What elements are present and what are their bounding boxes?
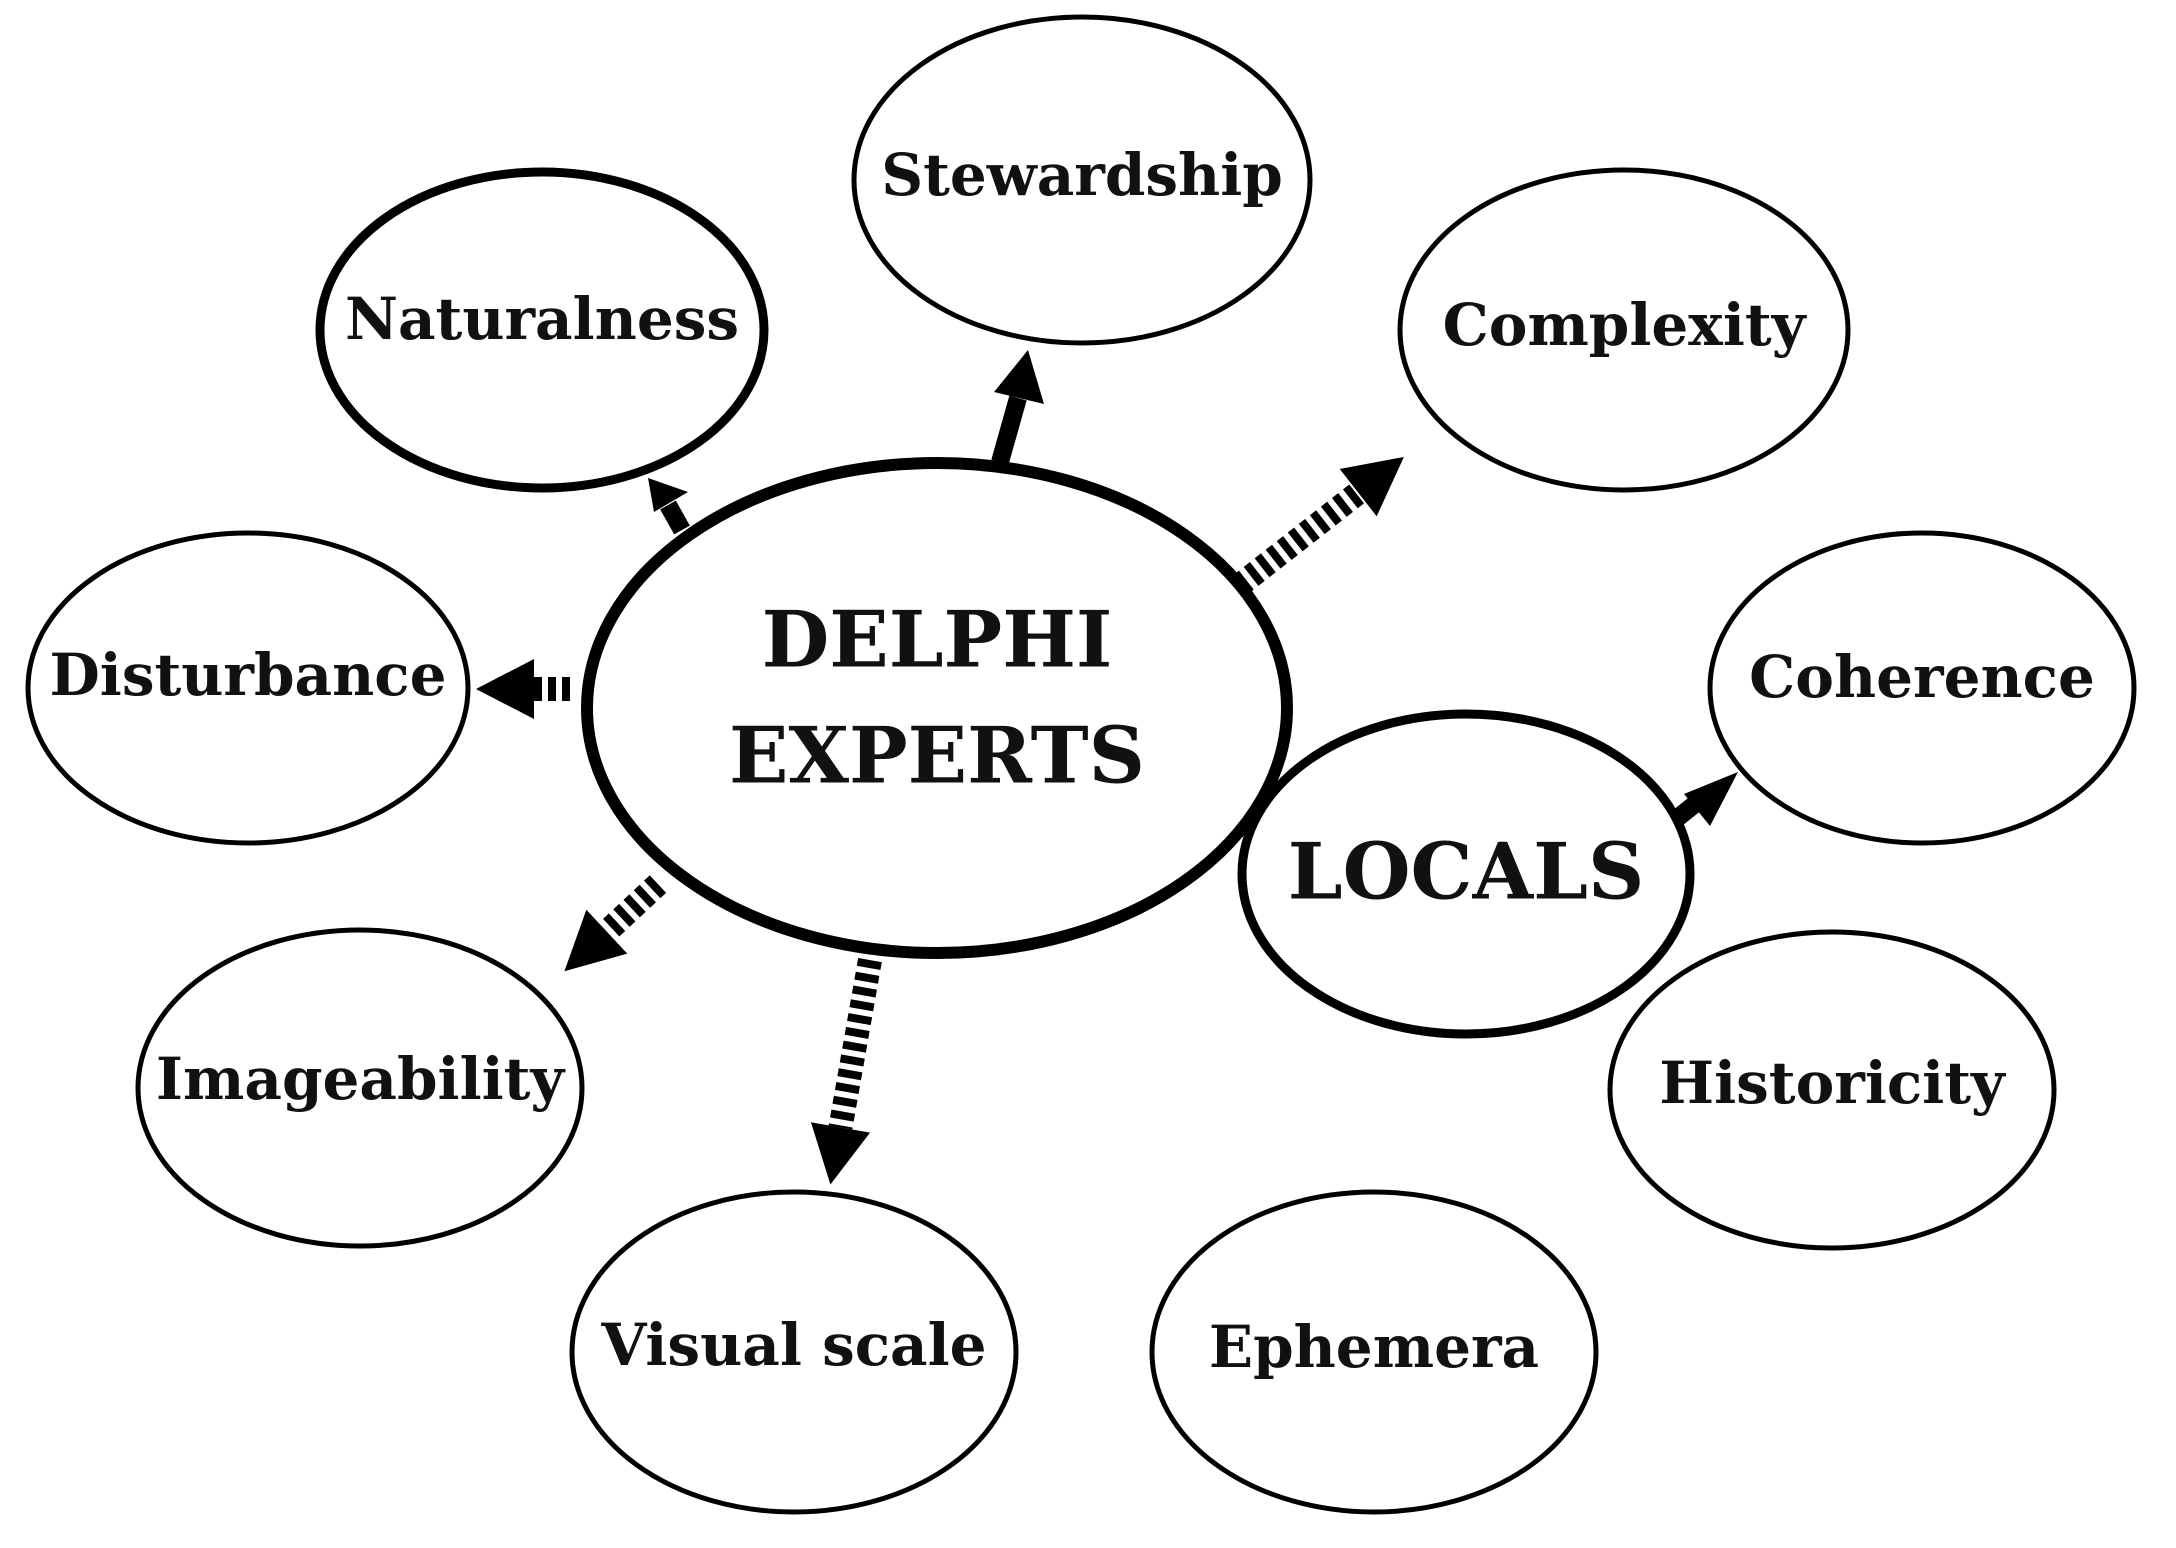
arrow-to-stewardship bbox=[991, 350, 1044, 465]
node-delphi-experts: DELPHI EXPERTS bbox=[581, 457, 1293, 959]
node-imageability: Imageability bbox=[135, 927, 585, 1249]
visual-scale-label: Visual scale bbox=[600, 1311, 986, 1379]
node-ephemera: Ephemera bbox=[1149, 1189, 1599, 1515]
node-naturalness: Naturalness bbox=[315, 167, 769, 493]
node-complexity: Complexity bbox=[1397, 167, 1851, 493]
center-title-line1: DELPHI bbox=[762, 595, 1113, 686]
historicity-label: Historicity bbox=[1659, 1049, 2007, 1117]
naturalness-label: Naturalness bbox=[345, 285, 739, 353]
arrow-to-disturbance bbox=[476, 659, 570, 719]
node-stewardship: Stewardship bbox=[851, 14, 1313, 346]
arrow-to-complexity bbox=[1232, 456, 1404, 595]
arrow-to-naturalness bbox=[648, 478, 690, 535]
locals-label: LOCALS bbox=[1288, 827, 1645, 918]
stewardship-label: Stewardship bbox=[881, 141, 1283, 209]
arrow-locals-to-coherence bbox=[1669, 772, 1738, 828]
node-visual-scale: Visual scale bbox=[569, 1189, 1019, 1515]
ephemera-label: Ephemera bbox=[1209, 1313, 1539, 1381]
center-title-line2: EXPERTS bbox=[729, 711, 1145, 802]
arrow-to-imageability bbox=[564, 875, 667, 972]
complexity-label: Complexity bbox=[1443, 291, 1808, 359]
node-disturbance: Disturbance bbox=[25, 530, 471, 846]
node-coherence: Coherence bbox=[1707, 530, 2137, 846]
coherence-label: Coherence bbox=[1749, 643, 2095, 711]
disturbance-label: Disturbance bbox=[49, 641, 446, 709]
arrow-to-visual-scale bbox=[810, 957, 882, 1185]
node-historicity: Historicity bbox=[1607, 929, 2057, 1251]
imageability-label: Imageability bbox=[156, 1045, 567, 1113]
node-locals: LOCALS bbox=[1237, 709, 1695, 1039]
